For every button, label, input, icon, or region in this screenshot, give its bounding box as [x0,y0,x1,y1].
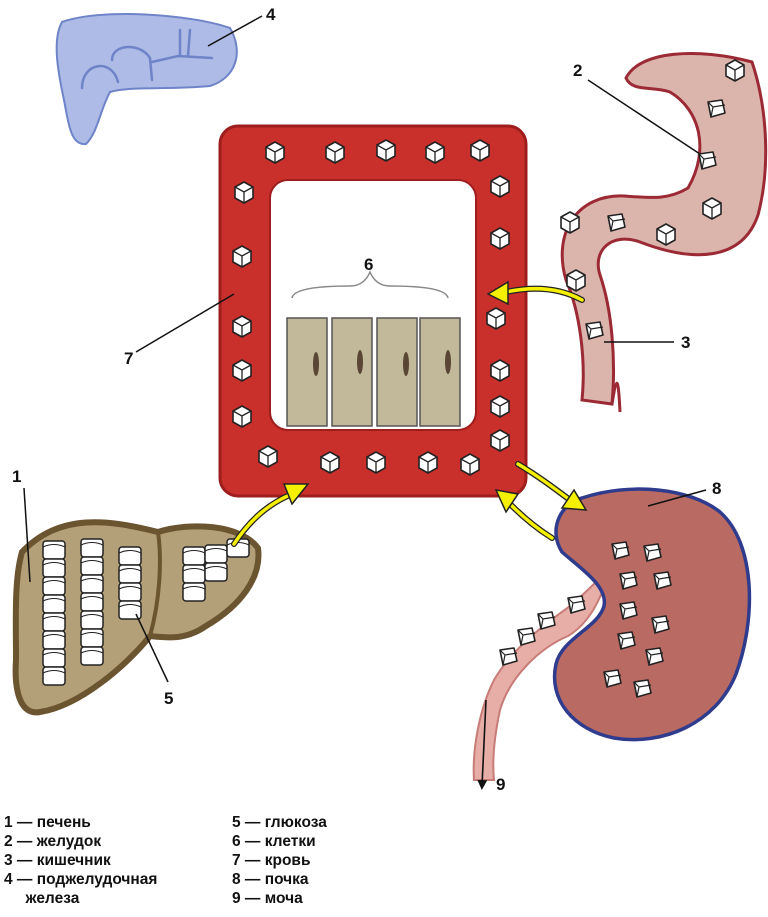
glucose-molecule [235,182,253,203]
glucose-molecule [491,360,509,381]
label-6: 6 [364,255,373,274]
kidney [474,489,750,780]
glucose-molecule [326,142,344,163]
cell [287,318,327,426]
legend-item: 5 — глюкоза [232,813,327,832]
glucose-molecule [699,152,716,169]
glucose-molecule [491,176,509,197]
legend-item: 6 — клетки [232,832,327,851]
cell [332,318,372,426]
glucose-molecule [612,542,629,559]
glucose-molecule [487,308,505,329]
glucose-molecule [608,214,625,231]
glucose-block [119,565,141,583]
glucose-molecule [646,648,663,665]
label-3: 3 [681,333,690,352]
pancreas [57,14,237,144]
glucose-molecule [634,680,651,697]
glucose-molecule [708,100,725,117]
legend-item: 8 — почка [232,870,327,889]
glucose-molecule [618,632,635,649]
glucose-molecule [500,648,517,665]
glucose-molecule [461,454,479,475]
glucose-molecule [703,198,721,219]
legend-item: 3 — кишечник [4,851,157,870]
glucose-molecule [491,430,509,451]
glucose-molecule [620,602,637,619]
legend-item: 4 — поджелудочная [4,870,157,889]
arrow-kidney-to-blood [496,490,552,538]
label-2: 2 [573,61,582,80]
legend-item: 7 — кровь [232,851,327,870]
glucose-molecule [491,228,509,249]
glucose-molecule [518,628,535,645]
glucose-molecule [620,572,637,589]
glucose-block [43,559,65,577]
glucose-block [81,629,103,647]
glucose-molecule [567,270,585,291]
glucose-block [43,667,65,685]
glucose-block [119,583,141,601]
glucose-molecule [471,140,489,161]
glucose-block [81,593,103,611]
label-7: 7 [124,349,133,368]
glucose-molecule [657,224,675,245]
glucose-block [205,563,227,581]
label-5: 5 [164,689,173,708]
cell [377,318,417,426]
glucose-molecule [266,142,284,163]
glucose-block [183,565,205,583]
legend-item: 1 — печень [4,813,157,832]
glucose-block [81,611,103,629]
blood-vessel [220,126,526,496]
label-4: 4 [266,5,276,24]
glucose-molecule [367,452,385,473]
glucose-block [81,647,103,665]
glucose-block [43,649,65,667]
glucose-block [43,541,65,559]
legend-item: 9 — моча [232,889,327,908]
glucose-molecule [426,142,444,163]
glucose-block [81,575,103,593]
label-9: 9 [496,775,505,794]
glucose-molecule [491,396,509,417]
glucose-molecule [233,316,251,337]
cell [420,318,460,426]
legend-item: железа [4,889,157,908]
glucose-block [43,613,65,631]
glucose-molecule [233,406,251,427]
glucose-molecule [233,246,251,267]
glucose-block [119,547,141,565]
glucose-block [43,631,65,649]
glucose-molecule [654,572,671,589]
glucose-molecule [644,544,661,561]
glucose-molecule [377,140,395,161]
arrow-blood-to-kidney [518,464,586,510]
glucose-molecule [568,596,585,613]
glucose-molecule [604,670,621,687]
label-8: 8 [712,479,721,498]
glucose-molecule [726,60,744,81]
glucose-molecule [561,212,579,233]
glucose-molecule [419,452,437,473]
glucose-molecule [321,452,339,473]
glucose-molecule [233,360,251,381]
glucose-block [81,539,103,557]
glucose-block [183,583,205,601]
glucose-block [183,547,205,565]
legend-right: 5 — глюкоза 6 — клетки 7 — кровь 8 — поч… [232,813,327,908]
glucose-molecule [259,446,277,467]
glucose-molecule [652,616,669,633]
glucose-molecule [538,612,555,629]
glucose-block [43,595,65,613]
glucose-molecule [586,322,603,339]
glucose-block [43,577,65,595]
glucose-block [205,545,227,563]
legend-item: 2 — желудок [4,832,157,851]
label-1: 1 [12,467,21,486]
legend-left: 1 — печень 2 — желудок 3 — кишечник 4 — … [4,813,157,908]
glucose-block [81,557,103,575]
